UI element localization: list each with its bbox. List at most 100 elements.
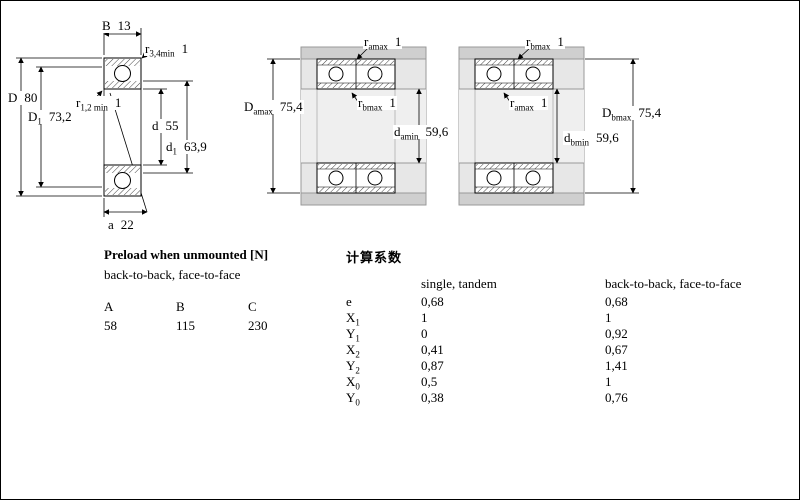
dim-symbol: D <box>244 99 254 114</box>
arrangement-drawing-2 <box>458 46 639 206</box>
factors-header-row: single, tandem back-to-back, face-to-fac… <box>346 276 791 292</box>
dim-label-rbmax-arr2: rbmax 1 <box>525 34 565 52</box>
dim-subscript: bmax <box>530 41 551 52</box>
factor-value-paired: 0,76 <box>605 390 628 405</box>
dim-label-D1: D1 73,2 <box>27 109 73 127</box>
factor-value-single: 0,41 <box>421 342 444 357</box>
dim-symbol: D <box>8 90 18 105</box>
dim-symbol: r <box>364 34 369 49</box>
factors-row-X2: X2 0,41 0,67 <box>346 342 791 360</box>
factor-value-single: 0,5 <box>421 374 438 389</box>
dim-value: 59,6 <box>596 130 619 145</box>
dim-subscript: amax <box>368 41 388 52</box>
factors-col-single-tandem: single, tandem <box>421 276 497 291</box>
factors-row-Y2: Y2 0,87 1,41 <box>346 358 791 376</box>
factor-value-single: 0,68 <box>421 294 444 309</box>
dim-value: 59,6 <box>425 124 449 139</box>
dim-value: 1 <box>389 95 396 110</box>
preload-header-B: B <box>176 299 185 314</box>
dim-label-Damax: Damax 75,4 <box>243 99 304 117</box>
dim-value: 1 <box>114 95 122 110</box>
dim-symbol: a <box>108 217 114 232</box>
dim-symbol: r <box>76 95 81 110</box>
preload-section: Preload when unmounted [N] back-to-back,… <box>104 247 320 334</box>
dim-subscript: amax <box>253 106 273 117</box>
dim-label-outer-diameter-D: D 80 <box>7 90 39 105</box>
dim-value: 1 <box>557 34 564 49</box>
dim-subscript: bmax <box>611 112 632 123</box>
factor-symbol: X0 <box>346 374 360 392</box>
dim-subscript: bmin <box>570 137 590 148</box>
preload-header-A: A <box>104 299 114 314</box>
dim-value: 75,4 <box>279 99 303 114</box>
dim-symbol: r <box>145 41 150 56</box>
dim-value: 1 <box>181 41 189 56</box>
dim-subscript: amin <box>400 131 419 142</box>
dim-label-a: a 22 <box>107 218 135 232</box>
factor-symbol: e <box>346 294 352 309</box>
preload-value-A: 58 <box>104 318 117 333</box>
dim-symbol: r <box>510 95 515 110</box>
dim-value: 80 <box>24 90 38 105</box>
dim-subscript: 1 <box>37 116 42 127</box>
dim-symbol: B <box>102 18 111 33</box>
calculation-factors-section: 计算系数 single, tandem back-to-back, face-t… <box>346 247 791 407</box>
dim-symbol: D <box>602 105 612 120</box>
factor-value-paired: 0,67 <box>605 342 628 357</box>
factor-value-single: 0,87 <box>421 358 444 373</box>
dim-value: 22 <box>120 217 134 232</box>
factors-row-X1: X1 1 1 <box>346 310 791 328</box>
dim-label-r34min: r3,4min 1 <box>144 41 190 59</box>
dim-value: 1 <box>394 34 402 49</box>
preload-subtitle: back-to-back, face-to-face <box>104 267 241 282</box>
dim-symbol: d <box>394 124 401 139</box>
factor-symbol: Y1 <box>346 326 360 344</box>
dim-symbol: d <box>152 118 159 133</box>
factors-rows: e 0,68 0,68 X1 1 1 Y1 0 0,92 X2 0,41 0,6… <box>346 294 791 407</box>
dim-label-rbmax-arr1: rbmax 1 <box>357 95 397 113</box>
factor-value-paired: 1 <box>605 310 612 325</box>
dim-value: 1 <box>540 95 548 110</box>
factor-symbol: X1 <box>346 310 360 328</box>
factor-value-paired: 0,68 <box>605 294 628 309</box>
dim-subscript: 3,4min <box>149 48 175 59</box>
dim-symbol: D <box>28 109 38 124</box>
dim-value: 75,4 <box>638 105 662 120</box>
preload-header-row: A B C <box>104 299 320 315</box>
dim-label-bore-d: d 55 <box>151 119 180 133</box>
factor-value-single: 0,38 <box>421 390 444 405</box>
factors-row-Y1: Y1 0 0,92 <box>346 326 791 344</box>
preload-header-C: C <box>248 299 257 314</box>
factors-row-Y0: Y0 0,38 0,76 <box>346 390 791 407</box>
dim-symbol: d <box>166 139 173 154</box>
dim-symbol: r <box>526 34 531 49</box>
factor-symbol: Y2 <box>346 358 360 376</box>
dim-subscript: bmax <box>362 102 383 113</box>
factors-row-e: e 0,68 0,68 <box>346 294 791 310</box>
factors-row-X0: X0 0,5 1 <box>346 374 791 392</box>
factor-value-single: 1 <box>421 310 428 325</box>
dim-symbol: d <box>564 130 571 145</box>
factor-value-single: 0 <box>421 326 428 341</box>
dim-label-dbmin: dbmin 59,6 <box>563 130 620 148</box>
ball-bottom <box>114 172 131 189</box>
dim-label-ramax-arr1: ramax 1 <box>363 34 403 52</box>
factor-symbol: X2 <box>346 342 360 360</box>
preload-value-B: 115 <box>176 318 196 333</box>
dim-label-Dbmax: Dbmax 75,4 <box>601 105 663 123</box>
dim-symbol: r <box>358 95 363 110</box>
factor-value-paired: 1 <box>605 374 612 389</box>
factors-col-back-to-back: back-to-back, face-to-face <box>605 276 742 291</box>
dim-label-damin: damin 59,6 <box>393 124 450 142</box>
left-bearing-body <box>103 57 142 197</box>
dim-subscript: 1 <box>172 146 178 157</box>
dim-value: 73,2 <box>48 109 72 124</box>
dim-value: 55 <box>165 118 179 133</box>
